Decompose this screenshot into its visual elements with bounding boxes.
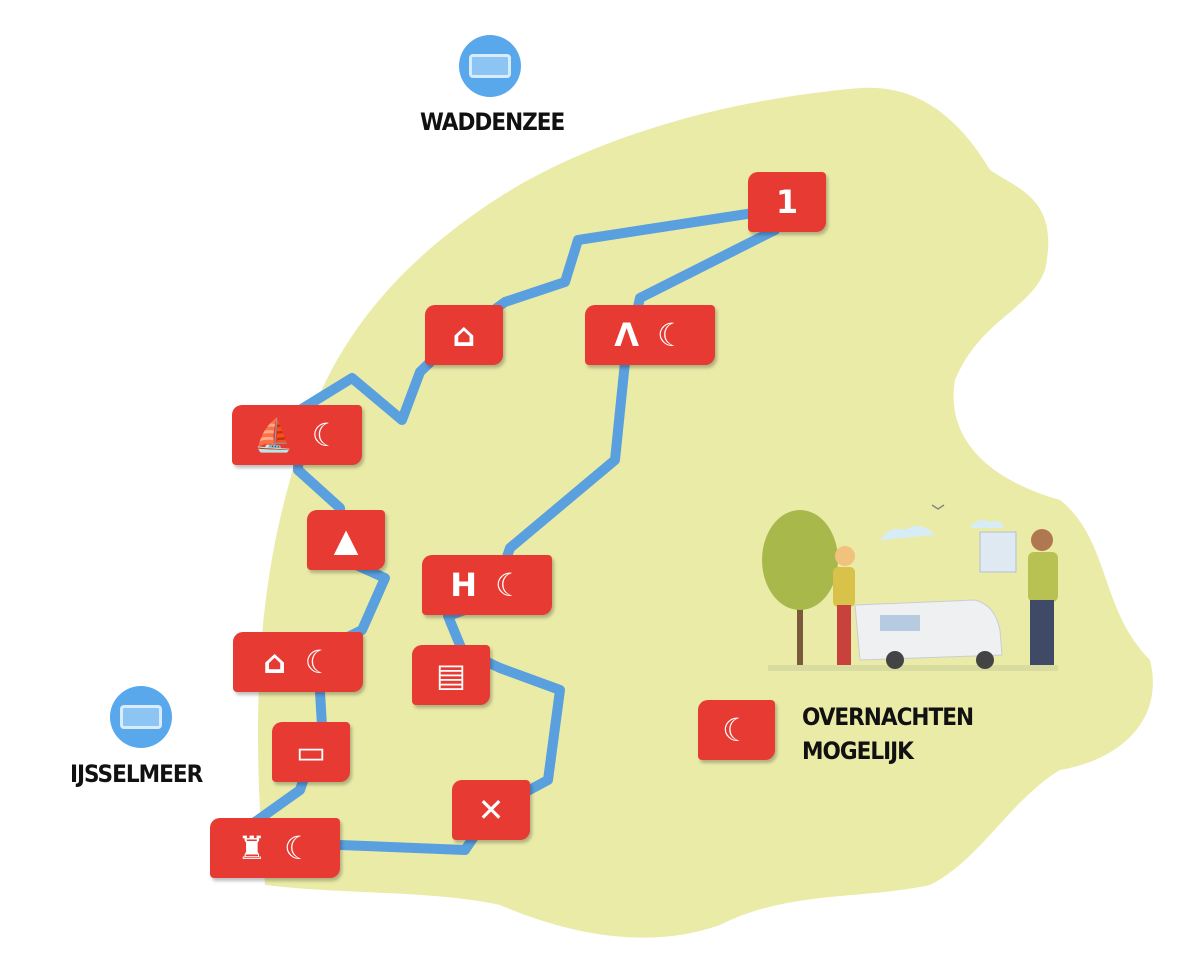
moon-icon: ☾ bbox=[657, 316, 686, 354]
poi-marker[interactable]: ⌂ bbox=[425, 305, 503, 365]
poi-marker[interactable]: H☾ bbox=[422, 555, 552, 615]
poi-marker[interactable]: ✕ bbox=[452, 780, 530, 840]
land-area bbox=[257, 87, 1153, 938]
lighthouse-icon: 1 bbox=[775, 183, 799, 221]
poi-marker[interactable]: ⌂☾ bbox=[233, 632, 363, 692]
waddenzee-label: WADDENZEE bbox=[420, 108, 565, 136]
poi-marker[interactable]: ▤ bbox=[412, 645, 490, 705]
windmill-icon: ✕ bbox=[477, 791, 505, 829]
ijsselmeer-water-icon bbox=[110, 686, 172, 748]
moon-icon: ☾ bbox=[311, 416, 341, 454]
tower-icon: Λ bbox=[614, 316, 640, 354]
waddenzee-water-icon bbox=[459, 35, 521, 97]
poi-marker[interactable]: ▭ bbox=[272, 722, 350, 782]
legend-text: OVERNACHTEN MOGELIJK bbox=[802, 700, 974, 768]
moon-icon: ☾ bbox=[722, 711, 751, 749]
legend-line-1: OVERNACHTEN bbox=[802, 703, 974, 731]
farmhouse-icon: ⌂ bbox=[263, 643, 287, 681]
poi-marker[interactable]: ▲ bbox=[307, 510, 385, 570]
moon-icon: ☾ bbox=[495, 566, 524, 604]
townhall-icon: ▤ bbox=[435, 656, 467, 694]
campervan-illustration bbox=[762, 504, 1058, 671]
ship-icon: ⛵ bbox=[253, 416, 294, 454]
poi-marker[interactable]: ♜☾ bbox=[210, 818, 340, 878]
poi-marker[interactable]: Λ☾ bbox=[585, 305, 715, 365]
church-icon: ▲ bbox=[333, 521, 359, 559]
poi-marker[interactable]: 1 bbox=[748, 172, 826, 232]
poi-marker[interactable]: ⛵☾ bbox=[232, 405, 362, 465]
ijsselmeer-label: IJSSELMEER bbox=[70, 760, 203, 788]
statue-icon: ♜ bbox=[237, 829, 266, 867]
moon-icon: ☾ bbox=[284, 829, 313, 867]
hotel-icon: H bbox=[450, 566, 478, 604]
legend-overnight-marker: ☾ bbox=[698, 700, 775, 760]
hall-icon: ▭ bbox=[295, 733, 327, 771]
route-west bbox=[250, 207, 765, 827]
moon-icon: ☾ bbox=[304, 643, 334, 681]
legend-line-2: MOGELIJK bbox=[802, 737, 914, 765]
house-icon: ⌂ bbox=[452, 316, 476, 354]
